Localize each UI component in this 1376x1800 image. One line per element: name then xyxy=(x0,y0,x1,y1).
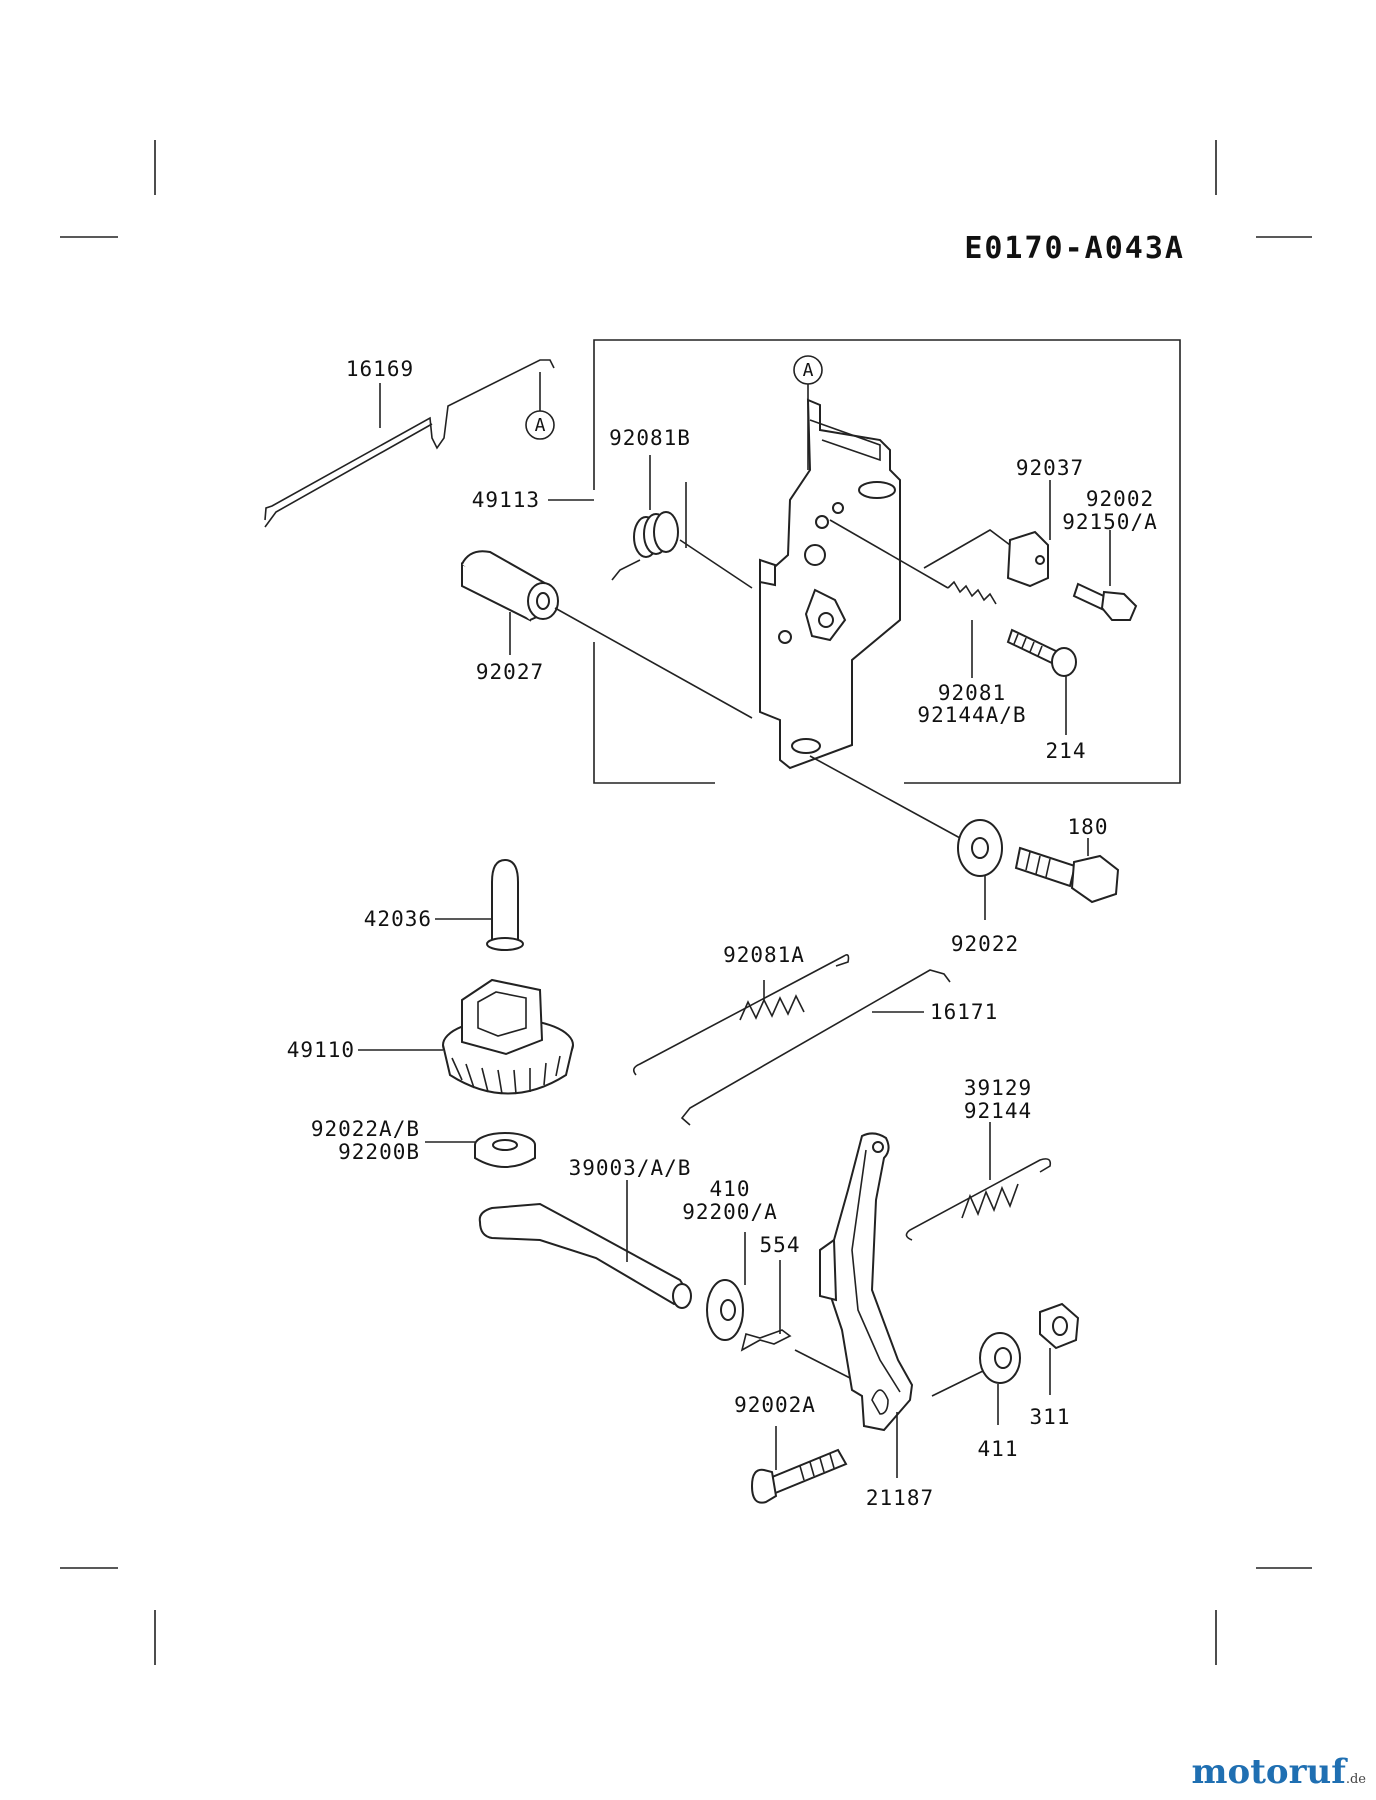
diagram-code: E0170-A043A xyxy=(964,231,1185,266)
label-92081b: 92081B xyxy=(609,426,691,450)
label-92144: 92144 xyxy=(964,1099,1032,1123)
label-16169: 16169 xyxy=(346,357,414,381)
part-39003ab-shaft: 39003/A/B xyxy=(478,1156,692,1309)
part-92022-washer: 92022 xyxy=(809,755,1019,956)
label-92002: 92002 xyxy=(1086,487,1154,511)
label-311: 311 xyxy=(1030,1405,1071,1429)
label-92081: 92081 xyxy=(938,681,1006,705)
part-214-screw: 214 xyxy=(1006,628,1087,763)
watermark-brand: motoruf xyxy=(1191,1752,1346,1792)
part-39129-spring: 39129 92144 xyxy=(905,1076,1052,1241)
part-92081b-spring: 92081B xyxy=(609,426,753,589)
label-410: 410 xyxy=(710,1177,751,1201)
part-180-bolt: 180 xyxy=(1014,815,1120,904)
label-49113: 49113 xyxy=(472,488,540,512)
label-411: 411 xyxy=(978,1437,1019,1461)
part-42036-sleeve: 42036 xyxy=(364,858,524,951)
part-92002-bolt: 92002 92150/A xyxy=(1062,487,1158,621)
svg-text:A: A xyxy=(803,360,814,381)
label-39003ab: 39003/A/B xyxy=(569,1156,692,1180)
label-92022: 92022 xyxy=(951,932,1019,956)
label-92200b: 92200B xyxy=(338,1140,420,1164)
label-92022ab: 92022A/B xyxy=(311,1117,420,1141)
part-92027-collar: 92027 xyxy=(461,550,753,719)
label-180: 180 xyxy=(1068,815,1109,839)
motoruf-logo: motoruf.de xyxy=(1192,1752,1366,1792)
label-92081a: 92081A xyxy=(723,943,805,967)
part-16171-rod: 16171 xyxy=(680,969,998,1126)
part-311-nut: 311 xyxy=(1030,1302,1080,1429)
part-411-washer: 411 xyxy=(931,1332,1021,1461)
label-92002a: 92002A xyxy=(734,1393,816,1417)
label-92027: 92027 xyxy=(476,660,544,684)
label-214: 214 xyxy=(1046,739,1087,763)
part-16169-governor-rod: 16169 xyxy=(264,357,555,528)
label-39129: 39129 xyxy=(964,1076,1032,1100)
part-49113-control-plate: 49113 xyxy=(472,398,901,770)
part-410-washer: 410 92200/A xyxy=(682,1177,778,1341)
label-92144ab: 92144A/B xyxy=(917,703,1026,727)
crop-marks xyxy=(60,140,1312,1665)
part-92081-spring: 92081 92144A/B xyxy=(829,519,1026,727)
part-92002a-bolt: 92002A xyxy=(734,1393,848,1504)
part-49110-gear: 49110 xyxy=(287,978,574,1095)
label-92200a: 92200/A xyxy=(682,1200,778,1224)
part-554-clip: 554 xyxy=(740,1233,851,1379)
label-42036: 42036 xyxy=(364,907,432,931)
svg-text:A: A xyxy=(535,415,546,436)
part-92081a-spring: 92081A xyxy=(632,943,850,1076)
assembly-frame xyxy=(593,339,1181,784)
part-92022ab-washer: 92022A/B 92200B xyxy=(311,1117,536,1168)
label-554: 554 xyxy=(760,1233,801,1257)
part-92037-bracket: 92037 xyxy=(923,456,1084,588)
callout-a-left: A xyxy=(525,372,555,440)
label-92037: 92037 xyxy=(1016,456,1084,480)
label-92150a: 92150/A xyxy=(1062,510,1158,534)
label-49110: 49110 xyxy=(287,1038,355,1062)
label-21187: 21187 xyxy=(866,1486,934,1510)
label-16171: 16171 xyxy=(930,1000,998,1024)
watermark-suffix: .de xyxy=(1345,1772,1366,1787)
part-21187-governor-lever: 21187 xyxy=(819,1132,934,1510)
